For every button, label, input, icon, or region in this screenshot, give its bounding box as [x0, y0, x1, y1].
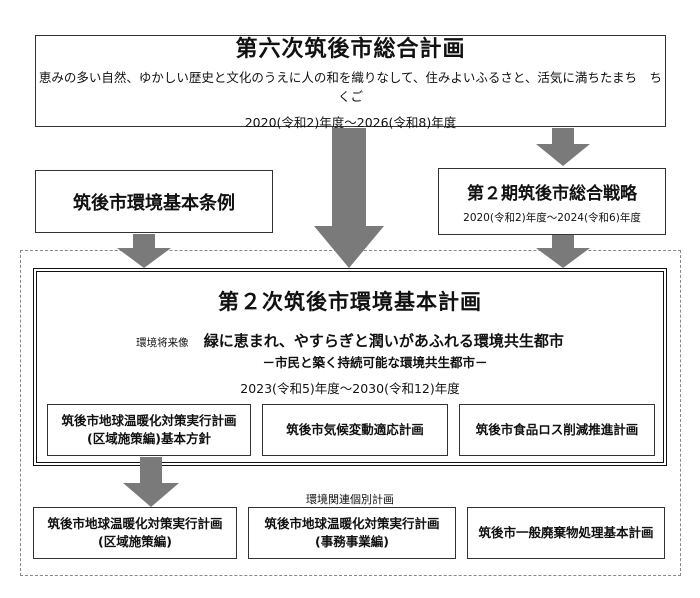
- strategy-period: 2020(令和2)年度～2024(令和6)年度: [463, 211, 641, 224]
- arrow-general-to-environment-plan: [314, 128, 384, 268]
- arrow-shape: [117, 234, 171, 268]
- related-plan-line1: 筑後市地球温暖化対策実行計画: [264, 515, 440, 531]
- general-plan-vision: 恵みの多い自然、ゆかしい歴史と文化のうえに人の和を織りなして、住みよいふるさと、…: [38, 70, 663, 104]
- general-plan-box: 第六次筑後市総合計画 恵みの多い自然、ゆかしい歴史と文化のうえに人の和を織りなし…: [35, 35, 666, 130]
- ordinance-title: 筑後市環境基本条例: [73, 192, 235, 214]
- related-plan-line1: 筑後市一般廃棄物処理基本計画: [478, 524, 654, 540]
- related-plan-line2: (事務事業編): [315, 534, 389, 549]
- strategy-title: 第２期筑後市総合戦略: [467, 183, 637, 204]
- environment-basic-plan-period: 2023(令和5)年度～2030(令和12)年度: [240, 381, 460, 396]
- related-plans-label: 環境関連個別計画: [0, 488, 700, 507]
- general-plan-period: 2020(令和2)年度～2026(令和8)年度: [244, 115, 457, 130]
- inner-plan-food-loss: 筑後市食品ロス削減推進計画: [459, 404, 655, 456]
- arrow-basic-policy-to-regional-plan: [123, 457, 179, 507]
- ordinance-box: 筑後市環境基本条例: [35, 170, 273, 233]
- related-plans-label-text: 環境関連個別計画: [306, 493, 394, 506]
- arrow-ordinance-to-environment-plan: [117, 234, 171, 268]
- environment-basic-plan-title: 第２次筑後市環境基本計画: [218, 290, 482, 314]
- vision-text: 緑に恵まれ、やすらぎと潤いがあふれる環境共生都市: [203, 332, 564, 350]
- arrow-shape: [314, 128, 384, 268]
- general-plan-title: 第六次筑後市総合計画: [235, 37, 466, 62]
- vision-label: 環境将来像: [136, 337, 189, 349]
- inner-plan-line1: 筑後市気候変動適応計画: [286, 421, 424, 437]
- arrow-shape: [536, 128, 590, 166]
- arrow-general-to-strategy: [536, 128, 590, 166]
- related-plan-warming-regional: 筑後市地球温暖化対策実行計画 (区域施策編): [33, 507, 237, 559]
- inner-plan-warming-regional: 筑後市地球温暖化対策実行計画 (区域施策編)基本方針: [47, 404, 251, 456]
- inner-plan-line2: (区域施策編)基本方針: [87, 431, 211, 446]
- related-plan-warming-office: 筑後市地球温暖化対策実行計画 (事務事業編): [248, 507, 456, 559]
- arrow-shape: [536, 235, 590, 268]
- related-plan-line2: (区域施策編): [98, 534, 172, 549]
- arrow-shape: [123, 457, 179, 507]
- related-plan-waste: 筑後市一般廃棄物処理基本計画: [467, 507, 665, 559]
- arrow-strategy-to-environment-plan: [536, 235, 590, 268]
- inner-plan-line1: 筑後市地球温暖化対策実行計画: [61, 412, 237, 428]
- strategy-box: 第２期筑後市総合戦略 2020(令和2)年度～2024(令和6)年度: [438, 168, 666, 235]
- related-plan-line1: 筑後市地球温暖化対策実行計画: [47, 515, 223, 531]
- vision-subtitle: －市民と築く持続可能な環境共生都市－: [262, 355, 488, 370]
- inner-plan-climate-adaptation: 筑後市気候変動適応計画: [262, 404, 448, 456]
- inner-plan-line1: 筑後市食品ロス削減推進計画: [475, 421, 639, 437]
